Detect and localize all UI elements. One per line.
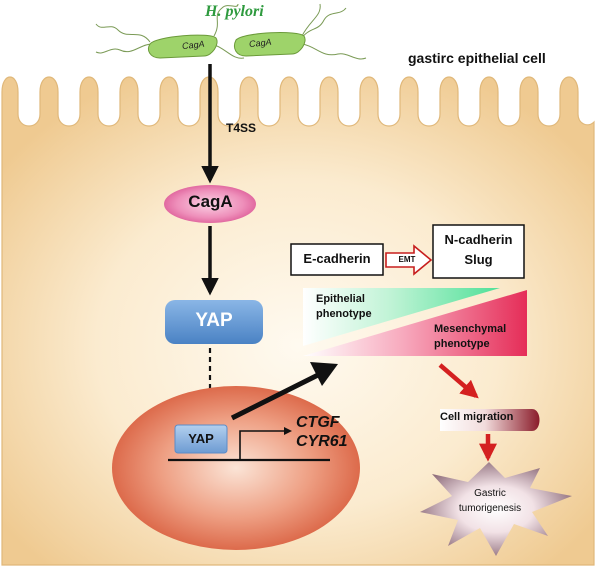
tumor-line-2: tumorigenesis — [458, 503, 522, 514]
bacterium-body-right — [233, 32, 306, 57]
e-cadherin-box — [290, 243, 384, 276]
epithelial-line-2: phenotype — [316, 308, 372, 320]
emt-to-migration-arrow — [438, 363, 479, 399]
emt-arrow-shape — [385, 244, 433, 276]
emt-label: EMT — [398, 255, 416, 264]
mesenchymal-phenotype-label: Mesenchymal phenotype — [434, 322, 506, 352]
cell-migration-label: Cell migration — [440, 411, 514, 423]
nuclear-yap-label: YAP — [188, 431, 214, 446]
tumorigenesis-label: Gastric tumorigenesis — [448, 486, 532, 516]
yap-node-shape — [165, 300, 263, 344]
bacterium-name: H. pylori — [205, 3, 264, 20]
bacterium-body-left — [147, 34, 218, 59]
bacterium-left — [95, 3, 245, 59]
n-cadherin-label: N-cadherin — [444, 232, 513, 247]
tumor-burst — [420, 462, 572, 556]
cell-label: gastirc epithelial cell — [408, 50, 546, 66]
nuclear-yap-shape — [174, 424, 228, 454]
bacterium-right — [299, 3, 367, 60]
mesenchymal-triangle — [303, 290, 527, 356]
gene-ctgf: CTGF — [296, 414, 340, 431]
epithelial-phenotype-label: Epithelial phenotype — [316, 292, 372, 322]
epithelial-triangle — [303, 288, 500, 346]
nucleus-to-emt-arrow — [230, 371, 322, 421]
yap-label: YAP — [195, 310, 233, 331]
migration-box — [440, 409, 540, 431]
e-cadherin-label: E-cadherin — [303, 251, 371, 266]
mesenchymal-line-2: phenotype — [434, 338, 490, 350]
gene-cyr61: CYR61 — [296, 433, 348, 450]
nucleus — [112, 386, 360, 550]
tumor-line-1: Gastric — [474, 488, 506, 499]
t4ss-label: T4SS — [226, 121, 257, 135]
mesenchymal-line-1: Mesenchymal — [434, 323, 507, 335]
promoter-arrow — [239, 430, 286, 460]
n-cadherin-box — [432, 224, 525, 279]
caga-label: CagA — [188, 192, 233, 211]
slug-label: Slug — [464, 252, 493, 267]
n-cadherin-slug-labels: N-cadherin Slug — [433, 230, 524, 270]
caga-node-shape — [164, 185, 256, 223]
epithelial-line-1: Epithelial — [316, 293, 365, 305]
